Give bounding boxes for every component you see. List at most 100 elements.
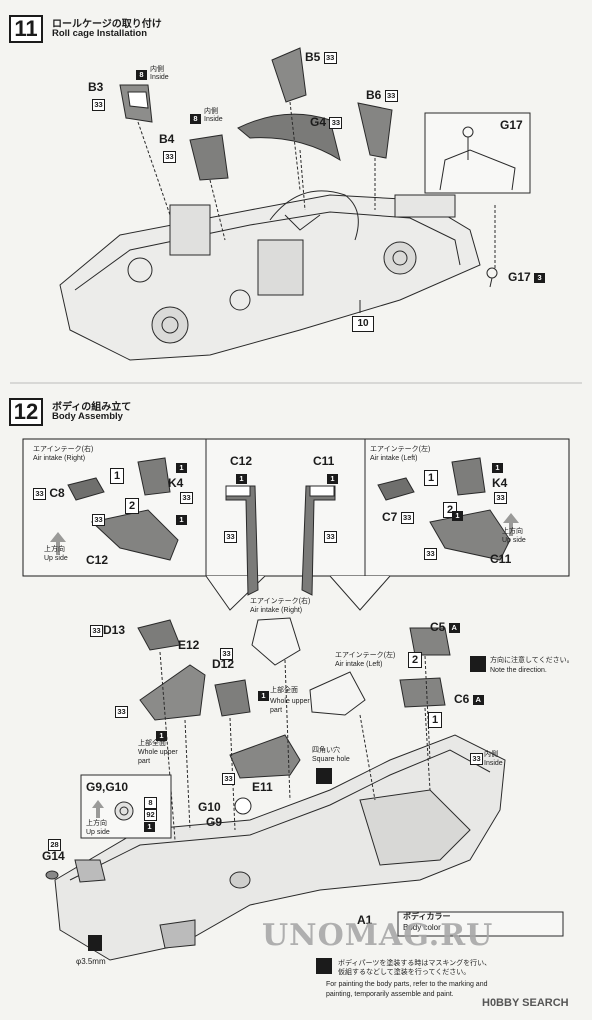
part-c11-mid: C11 xyxy=(313,454,335,468)
step-12-title-jp: ボディの組み立て xyxy=(52,402,132,413)
part-g9-g10: G9,G10 xyxy=(86,780,129,794)
part-b6: B6 33 xyxy=(366,88,398,102)
paint-note-en-2: painting, temporarily assemble and paint… xyxy=(326,991,454,998)
part-g17-inset: G17 xyxy=(500,118,523,132)
ref-step-10: 10 xyxy=(352,316,374,332)
step-12-number: 12 xyxy=(9,398,43,426)
badge-1-c12-mid: 1 xyxy=(236,470,247,488)
note-direction-jp: 方向に注意してください。 xyxy=(490,657,574,664)
badge-33-c12-right: 33 xyxy=(92,511,105,529)
whole-upper-e12-en1: Whole upper xyxy=(138,749,178,756)
badge-33-e11: 33 xyxy=(222,770,235,788)
air-intake-left-en: Air intake (Left) xyxy=(370,455,418,462)
part-g4: G4 33 xyxy=(310,115,343,129)
part-g9: G9 xyxy=(206,815,223,829)
step-11-number: 11 xyxy=(9,15,43,43)
note-inside-b4-en: Inside xyxy=(204,116,223,123)
part-e12: E12 xyxy=(178,638,200,652)
note-inside-b4-jp: 内側 xyxy=(204,108,218,115)
up-side-g9-en: Up side xyxy=(86,829,110,836)
up-side-left-jp: 上方向 xyxy=(502,528,523,535)
whole-upper-e11-en2: part xyxy=(270,707,283,714)
part-a1: A1 xyxy=(357,913,373,927)
part-g14: G14 xyxy=(42,849,65,863)
body-color-jp: ボディカラー xyxy=(403,912,451,921)
part-b4: B4 xyxy=(159,132,175,146)
badge-28-g14: 28 xyxy=(48,836,61,854)
note-inside-b3-jp: 内側 xyxy=(150,66,164,73)
part-k4-right: K4 xyxy=(168,476,184,490)
badge-33-e12: 33 xyxy=(115,703,128,721)
up-side-g9-jp: 上方向 xyxy=(86,820,107,827)
air-intake-right-main-en: Air intake (Right) xyxy=(250,607,303,614)
badge-1-c11-mid: 1 xyxy=(327,470,338,488)
whole-upper-e11-en1: Whole upper xyxy=(270,698,310,705)
seq-1-left: 1 xyxy=(424,470,438,486)
square-hole-en: Square hole xyxy=(312,756,350,763)
hobby-search-logo: H0BBY SEARCH xyxy=(482,997,569,1009)
whole-upper-e12-jp: 上部全面 xyxy=(138,740,166,747)
air-intake-right-jp: エアインテーク(右) xyxy=(33,446,94,453)
part-b5: B5 33 xyxy=(305,50,337,64)
badge-1-g9: 1 xyxy=(144,818,155,836)
badge-1-k4-right: 1 xyxy=(176,459,187,477)
paint-note-jp-1: ボディパーツを塗装する時はマスキングを行い、 xyxy=(338,960,492,967)
note-direction-en: Note the direction. xyxy=(490,667,547,674)
badge-1-e11: 1 xyxy=(258,687,269,705)
badge-33-c12-mid: 33 xyxy=(224,528,237,546)
part-d12: D12 xyxy=(212,657,235,671)
air-intake-left-main-en: Air intake (Left) xyxy=(335,661,383,668)
badge-33-inside: 33 xyxy=(470,750,483,768)
hole-size: φ3.5mm xyxy=(76,957,106,966)
note-inside-b3-en: Inside xyxy=(150,74,169,81)
seq-1-right: 1 xyxy=(110,468,124,484)
part-c12-mid: C12 xyxy=(230,454,253,468)
part-e11: E11 xyxy=(252,780,273,794)
up-side-left-en: Up side xyxy=(502,537,526,544)
part-c5: C5 A xyxy=(430,620,460,634)
badge-33-c11-mid: 33 xyxy=(324,528,337,546)
body-color-en: Body color xyxy=(403,923,441,932)
badge-33-b3: 33 xyxy=(92,96,105,114)
badge-1-k4-left: 1 xyxy=(492,459,503,477)
badge-1-c11-left: 1 xyxy=(452,507,463,525)
part-c8: 33 C8 xyxy=(33,486,65,500)
step-11-title-en: Roll cage Installation xyxy=(52,28,148,39)
paint-note-en-1: For painting the body parts, refer to th… xyxy=(326,981,488,988)
seq-2-c5: 2 xyxy=(408,652,422,668)
part-g17: G17 3 xyxy=(508,270,546,284)
square-hole-jp: 四角い穴 xyxy=(312,747,340,754)
badge-33-c11-left: 33 xyxy=(424,545,437,563)
badge-92-g9: 92 xyxy=(144,806,157,824)
badge-33-d12: 33 xyxy=(220,645,233,663)
part-c6: C6 A xyxy=(454,692,484,706)
note-inside-main-en: Inside xyxy=(484,760,503,767)
step-11-title-jp: ロールケージの取り付け xyxy=(52,19,162,30)
badge-8-g9: 8 xyxy=(144,794,157,812)
badge-8-b4: 8 xyxy=(190,110,201,128)
whole-upper-e12-en2: part xyxy=(138,758,151,765)
part-k4-left: K4 xyxy=(492,476,508,490)
whole-upper-e11-jp: 上部全面 xyxy=(270,687,298,694)
note-inside-main-jp: 内側 xyxy=(484,751,498,758)
air-intake-right-main-jp: エアインテーク(右) xyxy=(250,598,311,605)
badge-33-k4-left: 33 xyxy=(494,489,507,507)
part-b3: B3 xyxy=(88,80,104,94)
air-intake-right-en: Air intake (Right) xyxy=(33,455,86,462)
part-c7: C7 33 xyxy=(382,510,414,524)
seq-2-right: 2 xyxy=(125,498,139,514)
up-side-right-en: Up side xyxy=(44,555,68,562)
up-side-right-jp: 上方向 xyxy=(44,546,65,553)
air-intake-left-main-jp: エアインテーク(左) xyxy=(335,652,396,659)
part-c11-left: C11 xyxy=(490,552,512,566)
air-intake-left-jp: エアインテーク(左) xyxy=(370,446,431,453)
badge-1-e12: 1 xyxy=(156,727,167,745)
badge-33-k4-right: 33 xyxy=(180,489,193,507)
badge-1-c12-right: 1 xyxy=(176,511,187,529)
watermark-text: UNOMAG.RU xyxy=(262,918,494,953)
step-12-title-en: Body Assembly xyxy=(52,411,123,422)
badge-8-b3: 8 xyxy=(136,66,147,84)
